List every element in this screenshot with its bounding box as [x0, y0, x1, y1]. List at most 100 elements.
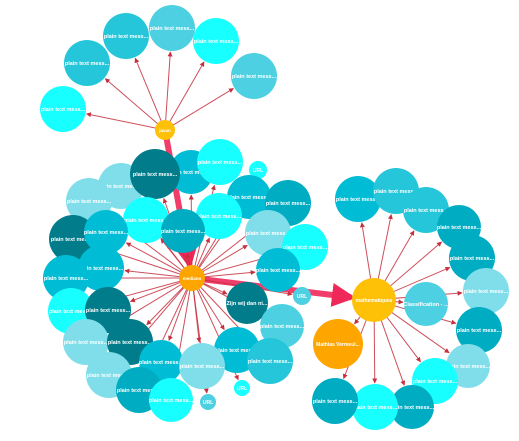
node-circle: [463, 268, 509, 314]
url-node[interactable]: URL: [293, 287, 311, 305]
node-label: plain text mess...: [256, 268, 301, 274]
node-circle: [149, 378, 193, 422]
message-node[interactable]: plain text mess...: [197, 139, 243, 185]
hub-node[interactable]: mathematiques: [352, 278, 396, 322]
node-label: plain text mess...: [404, 208, 449, 214]
node-circle: [404, 282, 448, 326]
node-label: plain text mess...: [139, 360, 184, 366]
node-label: plain text mess...: [450, 256, 495, 262]
node-circle: [196, 193, 242, 239]
message-node[interactable]: plain text mess...: [149, 378, 194, 422]
node-label: plain text mess...: [197, 214, 242, 220]
node-label: plain text mess...: [51, 237, 96, 243]
message-node[interactable]: plain text mess...: [103, 13, 149, 59]
node-label: plain text mess...: [79, 266, 124, 272]
hub-label: javan: [158, 128, 171, 133]
node-label: URL: [297, 294, 307, 300]
message-node[interactable]: plain text mess...: [456, 307, 502, 353]
message-node[interactable]: plain text mess...: [260, 304, 305, 348]
node-label: plain text mess...: [232, 74, 277, 80]
url-node[interactable]: URL: [249, 161, 267, 179]
message-node[interactable]: plain text mess...: [84, 210, 129, 254]
message-node[interactable]: plain text mess...: [352, 384, 398, 430]
graph-edge: [164, 61, 205, 131]
node-circle: [260, 304, 304, 348]
node-circle: [245, 210, 291, 256]
node-layer: plain text mess...plain text mess...plai…: [40, 5, 509, 430]
message-node[interactable]: plain text mess...: [40, 86, 86, 132]
node-circle: [84, 210, 128, 254]
node-label: plain text mess...: [283, 245, 328, 251]
node-circle: [403, 187, 449, 233]
message-node[interactable]: plain text mess...: [312, 378, 358, 424]
node-label: plain text mess...: [41, 107, 86, 113]
node-label: plain text mess...: [198, 160, 243, 166]
graph-edge: [164, 51, 173, 131]
node-label: plain text mess...: [266, 201, 311, 207]
message-node[interactable]: plain text mess...: [161, 209, 206, 253]
node-label: plain text mess...: [150, 26, 195, 32]
message-node[interactable]: plain text mess...: [78, 245, 124, 291]
node-label: plain text mess...: [353, 405, 398, 411]
hub-node[interactable]: mediano: [179, 265, 205, 291]
node-circle: [200, 394, 216, 410]
node-label: plain text mess...: [149, 398, 194, 404]
hub-circle: [313, 319, 363, 369]
node-circle: [247, 338, 293, 384]
url-node[interactable]: URL: [200, 394, 216, 410]
node-label: plain text mess...: [413, 379, 458, 385]
node-label: plain text mess...: [84, 230, 129, 236]
node-label: plain text mess...: [117, 388, 162, 394]
message-node[interactable]: Zijn wij dan ni...: [226, 282, 268, 324]
hub-circle: [179, 265, 205, 291]
message-node[interactable]: plain text mess...: [85, 287, 131, 333]
node-circle: [130, 149, 180, 199]
node-label: plain text mess...: [446, 364, 491, 370]
message-node[interactable]: plain text mess...: [256, 248, 301, 292]
message-node[interactable]: plain text mess...: [179, 343, 225, 389]
message-node[interactable]: plain text mess...: [196, 193, 242, 239]
hub-node[interactable]: javan: [155, 120, 175, 140]
node-label: plain text mess...: [169, 170, 214, 176]
graph-edge: [104, 78, 166, 131]
node-label: plain text mess...: [248, 359, 293, 365]
node-circle: [64, 40, 110, 86]
message-node[interactable]: plain text mess...: [123, 197, 169, 243]
message-node[interactable]: Classification - ...: [403, 282, 449, 326]
node-label: plain text mess...: [180, 364, 225, 370]
message-node[interactable]: plain text mess...: [335, 176, 381, 222]
hub-label: mathematiques: [356, 298, 393, 304]
node-label: plain text mess...: [108, 340, 153, 346]
node-label: plain text mess...: [246, 231, 291, 237]
node-circle: [390, 385, 434, 429]
node-label: plain text mess...: [104, 34, 149, 40]
message-node[interactable]: plain text mess...: [64, 40, 110, 86]
message-node[interactable]: plain text mess...: [149, 5, 195, 51]
message-node[interactable]: plain text mess...: [403, 187, 449, 233]
message-node[interactable]: plain text mess...: [130, 149, 180, 199]
node-label: plain text mess...: [215, 348, 260, 354]
message-node[interactable]: plain text mess...: [245, 210, 291, 256]
node-label: plain text mess...: [260, 324, 305, 330]
node-circle: [234, 380, 250, 396]
hub-circle: [352, 278, 396, 322]
node-label: Classification - ...: [403, 302, 449, 308]
message-node[interactable]: plain text mess...: [247, 338, 293, 384]
graph-edge: [134, 57, 166, 131]
hub-node[interactable]: Mathias Vermeul...: [313, 319, 363, 369]
node-label: plain text mess...: [227, 195, 272, 201]
hub-circle: [155, 120, 175, 140]
node-label: plain text mess...: [161, 229, 206, 235]
message-node[interactable]: plain text mess...: [390, 385, 435, 429]
node-label: plain text mess...: [65, 61, 110, 67]
message-node[interactable]: plain text mess...: [63, 319, 109, 365]
graph-edge: [164, 88, 234, 131]
node-label: plain text mess...: [49, 309, 94, 315]
node-circle: [226, 282, 268, 324]
message-node[interactable]: plain text mess...: [231, 53, 277, 99]
message-node[interactable]: plain text mess...: [463, 268, 509, 314]
message-node[interactable]: plain text mess...: [193, 18, 239, 64]
url-node[interactable]: URL: [234, 380, 250, 396]
node-circle: [123, 197, 169, 243]
